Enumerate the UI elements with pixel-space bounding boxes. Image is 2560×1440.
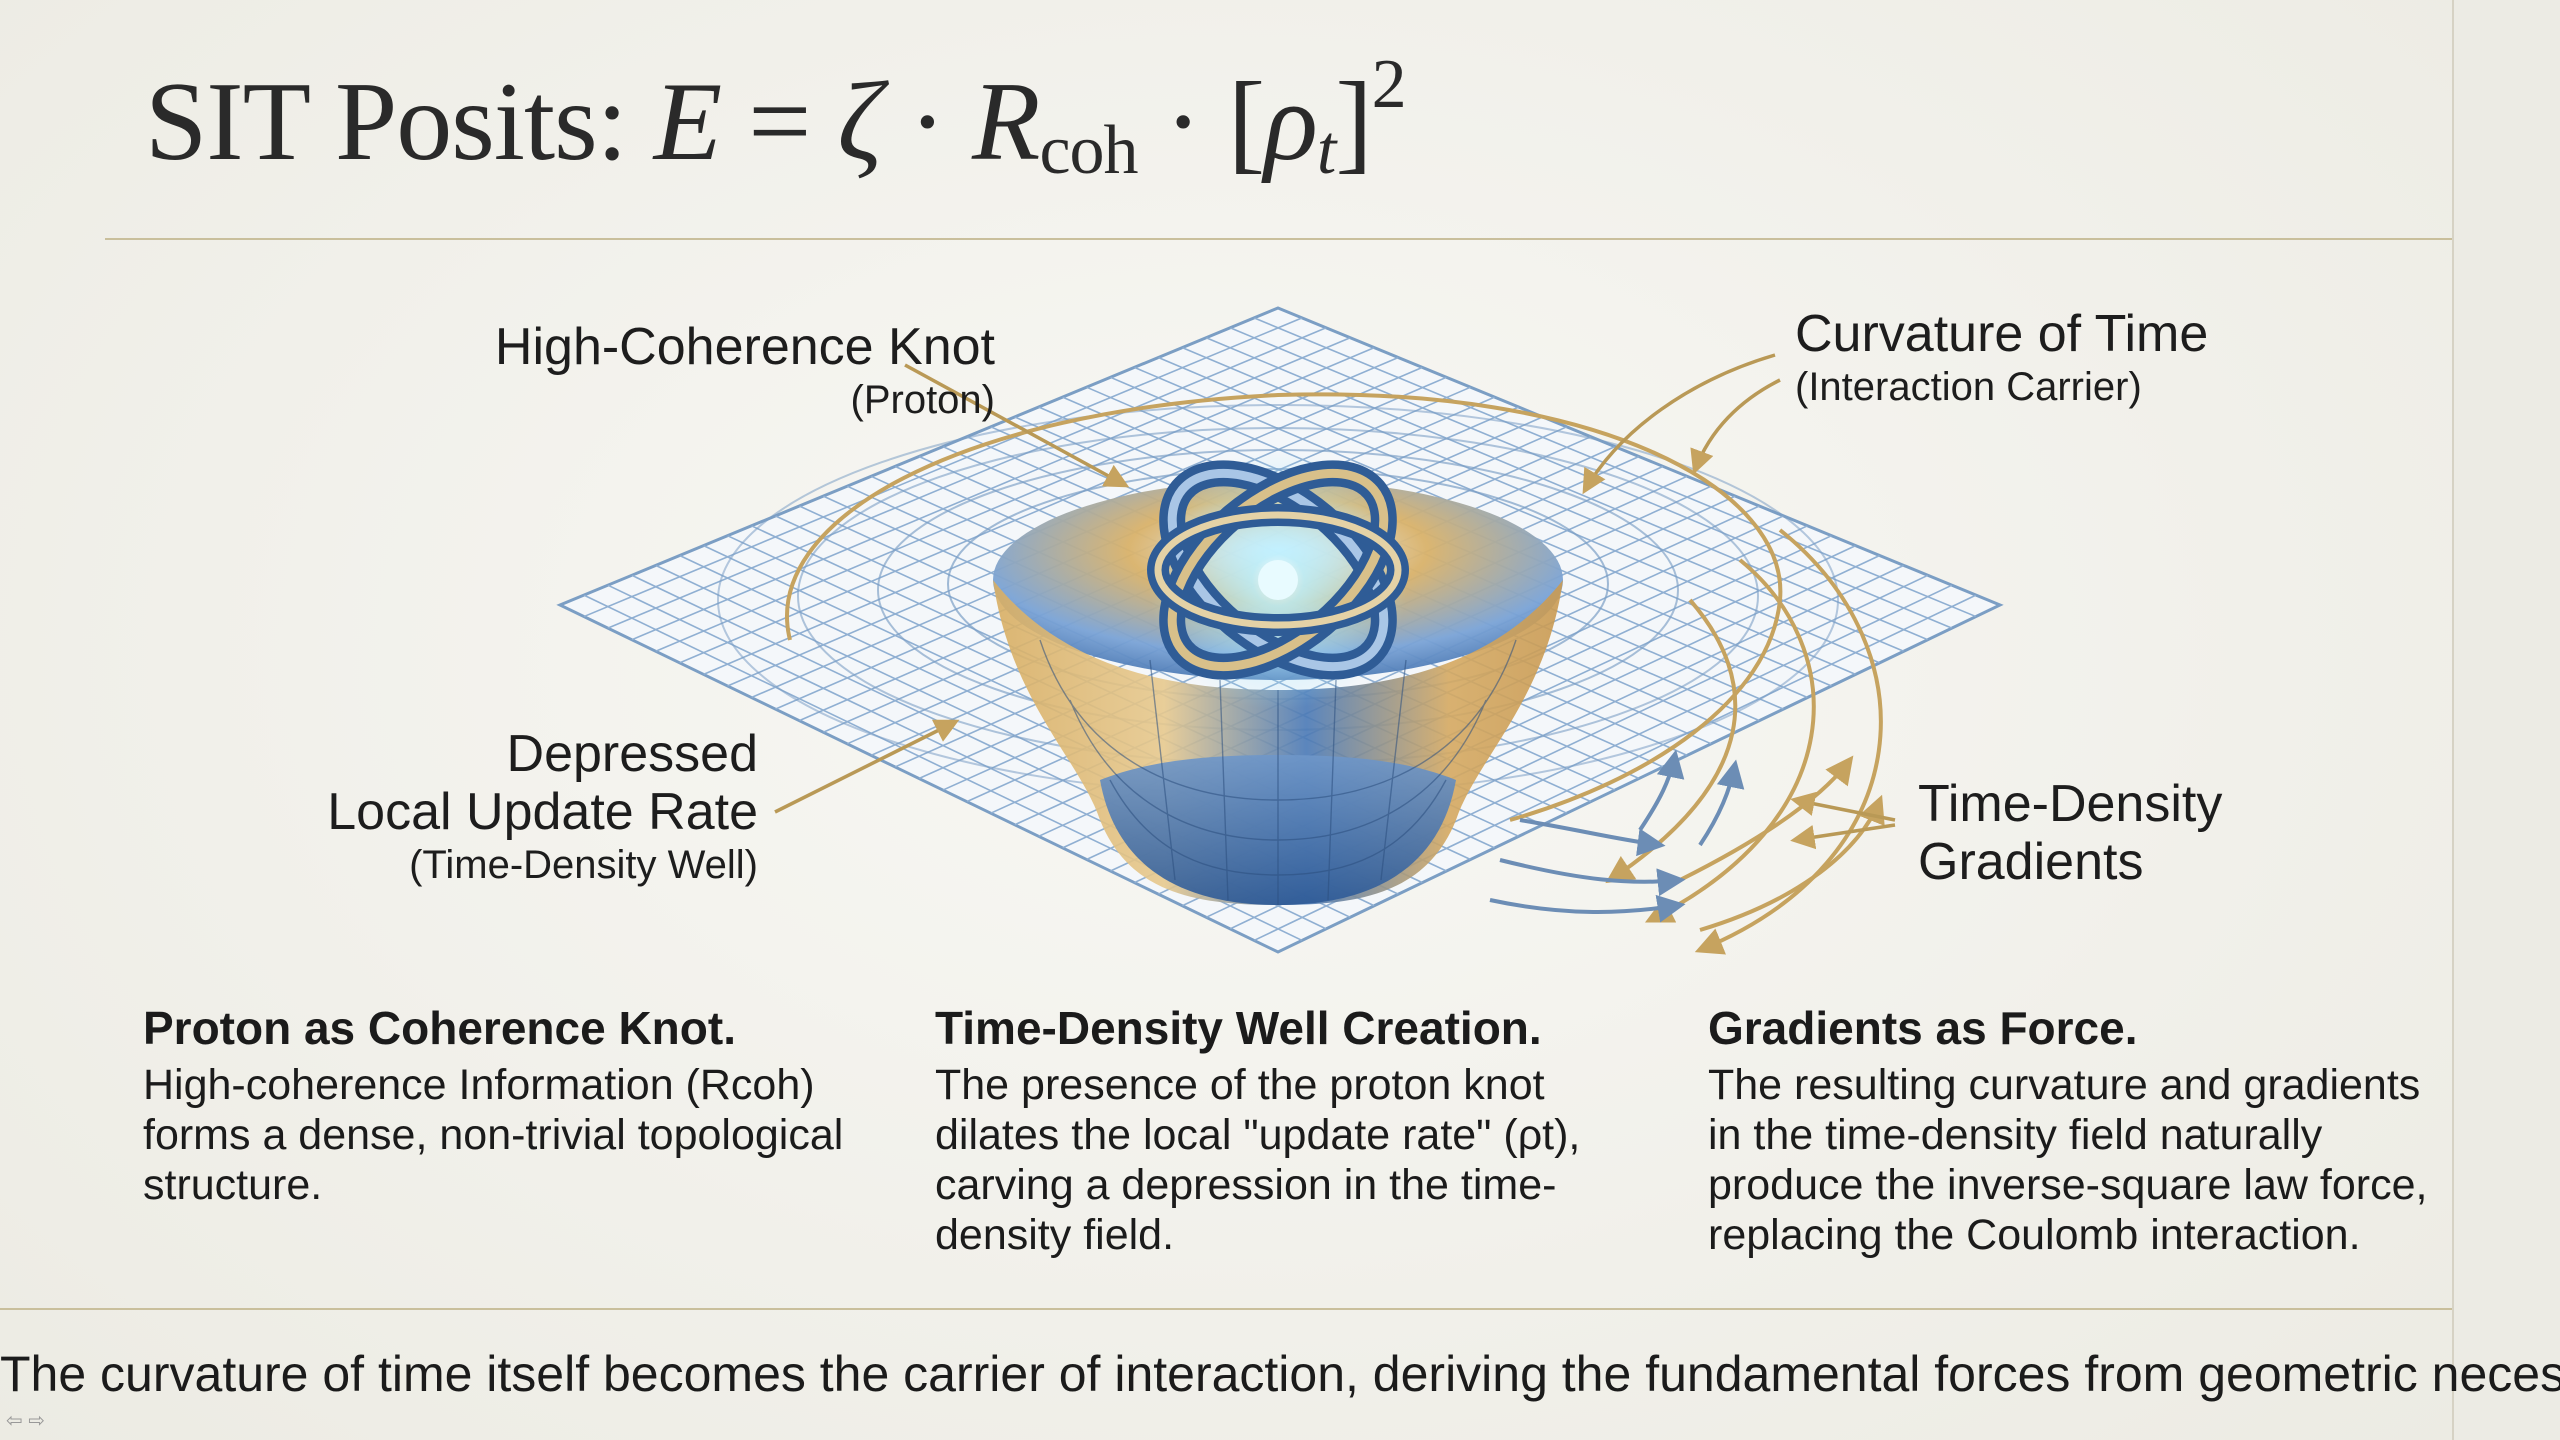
column-body: High-coherence Information (Rcoh) forms … <box>143 1061 844 1209</box>
column-heading: Proton as Coherence Knot. <box>143 1002 736 1054</box>
side-panel-strip <box>2452 0 2560 1440</box>
gradient-arrows <box>1489 749 1745 923</box>
grid-line <box>1181 346 1905 653</box>
time-density-diagram <box>556 306 2004 955</box>
coherence-knot <box>1147 450 1409 710</box>
title-divider <box>105 238 2452 240</box>
curvature-leader-1 <box>1582 353 1776 495</box>
grid-line <box>1253 317 1977 618</box>
footer-divider <box>0 1308 2452 1310</box>
equation: E = ζ · Rcoh · [ρt]2 <box>653 46 1407 189</box>
column-body: The resulting curvature and gradients in… <box>1708 1061 2428 1259</box>
label-leaders <box>774 353 1896 850</box>
column-well: Time-Density Well Creation. The presence… <box>935 1000 1655 1260</box>
column-body: The presence of the proton knot dilates … <box>935 1061 1581 1259</box>
knot-leader <box>904 363 1130 488</box>
well-label: Depressed Local Update Rate (Time-Densit… <box>327 725 758 887</box>
slide-nav-arrows-icon[interactable]: ⇦ ⇨ <box>6 1410 46 1432</box>
column-gradients: Gradients as Force. The resulting curvat… <box>1708 1000 2428 1260</box>
column-heading: Time-Density Well Creation. <box>935 1002 1542 1054</box>
slide-title: SIT Posits: E = ζ · Rcoh · [ρt]2 <box>145 45 1407 191</box>
gradients-leader-2 <box>1790 823 1896 850</box>
column-proton: Proton as Coherence Knot. High-coherence… <box>143 1000 863 1210</box>
gradients-leader-1 <box>1790 791 1896 822</box>
knot-core-glow <box>1258 560 1298 600</box>
footer-caption: The curvature of time itself becomes the… <box>0 1346 2560 1402</box>
curvature-label: Curvature of Time (Interaction Carrier) <box>1795 305 2209 409</box>
column-heading: Gradients as Force. <box>1708 1002 2138 1054</box>
curvature-leader-2 <box>1690 378 1781 475</box>
title-prefix: SIT Posits: <box>145 60 628 184</box>
well-leader <box>774 719 960 814</box>
gradients-label: Time-Density Gradients <box>1918 775 2223 891</box>
knot-label: High-Coherence Knot (Proton) <box>494 318 995 422</box>
grid-line <box>1205 336 1929 641</box>
